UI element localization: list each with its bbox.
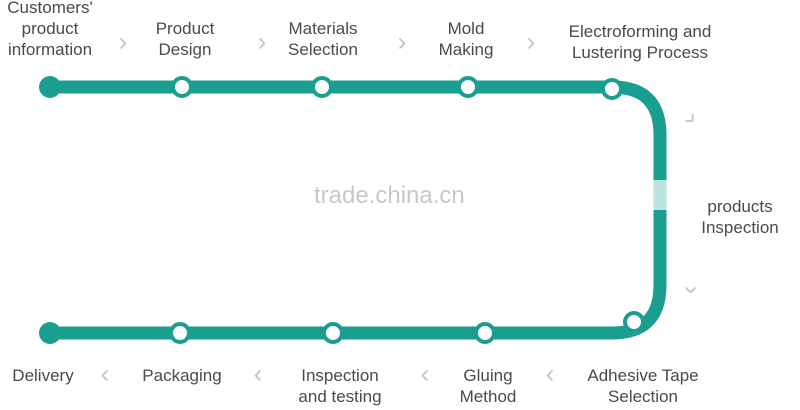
node-gluing [474,322,496,344]
chevron-right-icon: › [397,26,407,57]
chevron-right-icon: › [118,26,128,57]
node-adhesive [623,311,645,333]
node-packaging [169,322,191,344]
node-inspection-testing [322,322,344,344]
node-mold [457,76,479,98]
chevron-down-icon: › [677,285,708,295]
chevron-right-icon: › [526,26,536,57]
chevron-left-icon: ‹ [100,358,110,389]
node-electroforming [601,78,623,100]
chevron-right-icon: › [257,26,267,57]
step-delivery: Delivery [12,366,74,385]
node-materials [311,76,333,98]
chevron-left-icon: ‹ [420,358,430,389]
node-product-design [171,76,193,98]
watermark: trade.china.cn [314,182,465,209]
end-node [39,322,61,344]
chevron-left-icon: ‹ [545,358,555,389]
start-node [39,76,61,98]
step-packaging: Packaging [142,366,222,385]
chevron-left-icon: ‹ [253,358,263,389]
